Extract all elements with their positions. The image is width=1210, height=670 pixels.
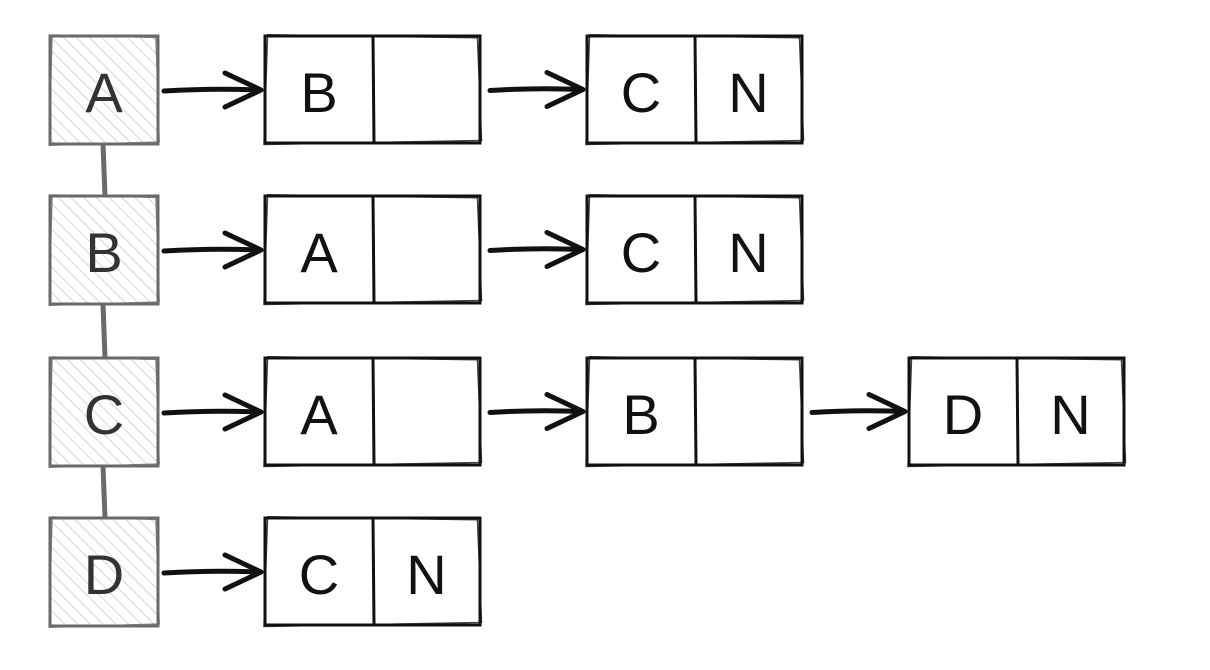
pointer-arrow <box>161 392 264 432</box>
vertex-spine <box>100 141 108 521</box>
pointer-arrows <box>161 70 908 592</box>
vertex-label: A <box>85 61 123 124</box>
node-value: A <box>300 383 338 446</box>
spine-connector <box>100 141 108 199</box>
vertex-label: B <box>85 221 122 284</box>
node-value: C <box>621 61 661 124</box>
vertex-label: D <box>84 543 124 606</box>
spine-connector <box>100 463 108 521</box>
node-divider <box>371 358 376 465</box>
pointer-arrow <box>809 392 908 431</box>
node-next-pointer: N <box>728 221 768 284</box>
node-value: D <box>943 383 983 446</box>
node-divider <box>371 196 376 303</box>
vertex-box <box>48 516 160 628</box>
node-divider <box>371 36 376 143</box>
node-next-pointer: N <box>1050 383 1090 446</box>
list-node: B <box>263 33 483 146</box>
pointer-arrow <box>487 392 586 431</box>
node-next-pointer: N <box>406 543 446 606</box>
node-divider <box>693 196 698 303</box>
node-divider <box>371 518 376 625</box>
node-next-pointer: N <box>728 61 768 124</box>
node-divider <box>693 36 698 143</box>
vertex-box <box>48 356 160 468</box>
node-value: B <box>622 383 659 446</box>
pointer-arrow <box>487 70 586 109</box>
pointer-arrow <box>161 70 264 110</box>
vertex-b: B <box>48 194 160 306</box>
list-node: A <box>263 193 483 306</box>
pointer-arrow <box>161 230 264 270</box>
vertex-box <box>48 34 160 146</box>
spine-connector <box>100 301 108 361</box>
vertex-d: D <box>48 516 160 628</box>
pointer-arrow <box>161 552 264 592</box>
list-node: A <box>263 355 483 468</box>
list-node: B <box>585 355 805 468</box>
node-value: C <box>299 543 339 606</box>
vertex-c: C <box>48 356 160 468</box>
pointer-arrow <box>487 230 586 269</box>
node-divider <box>1015 358 1020 465</box>
node-divider <box>693 358 698 465</box>
node-value: B <box>300 61 337 124</box>
node-value: C <box>621 221 661 284</box>
node-value: A <box>300 221 338 284</box>
vertex-label: C <box>84 383 124 446</box>
vertex-a: A <box>48 34 160 146</box>
vertex-column: A B C D <box>48 34 160 628</box>
